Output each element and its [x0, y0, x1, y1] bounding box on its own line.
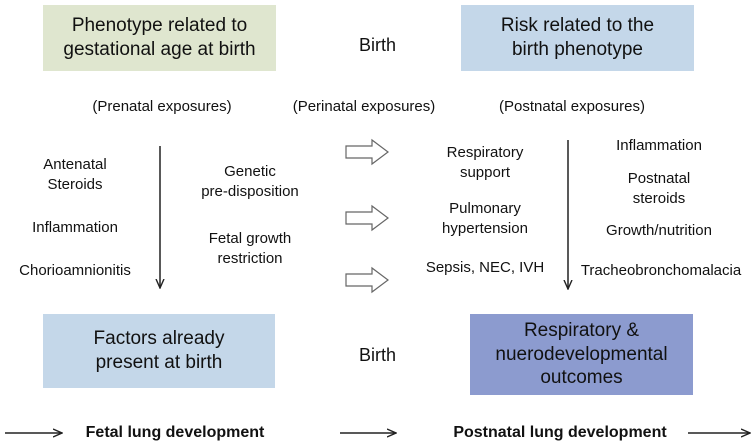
- perinatal-factor-genetic: Genetic pre-disposition: [201, 163, 299, 201]
- fetal-lung-development-label: Fetal lung development: [85, 424, 265, 441]
- block-arrow-3: [345, 266, 389, 294]
- postnatal-factor-growth-nutrition: Growth/nutrition: [606, 222, 712, 239]
- risk-box: Risk related to the birth phenotype: [461, 5, 694, 71]
- mid-factor-pulmonary-hypertension: Pulmonary hypertension: [442, 200, 528, 238]
- block-arrow-1: [345, 138, 389, 166]
- prenatal-factor-inflammation: Inflammation: [32, 219, 118, 236]
- perinatal-exposures-label: (Perinatal exposures): [292, 98, 436, 115]
- phenotype-box: Phenotype related to gestational age at …: [43, 5, 276, 71]
- birth-label-top: Birth: [358, 35, 396, 55]
- block-arrow-2: [345, 204, 389, 232]
- outcomes-box: Respiratory & nuerodevelopmental outcome…: [470, 314, 693, 395]
- postnatal-lung-development-label: Postnatal lung development: [453, 424, 667, 441]
- mid-factor-sepsis: Sepsis, NEC, IVH: [425, 259, 545, 276]
- postnatal-exposures-label: (Postnatal exposures): [499, 98, 645, 115]
- postnatal-factor-steroids: Postnatal steroids: [627, 170, 691, 208]
- prenatal-factor-chorioamnionitis: Chorioamnionitis: [19, 262, 131, 279]
- birth-label-bottom: Birth: [358, 345, 396, 365]
- prenatal-factor-antenatal-steroids: Antenatal Steroids: [43, 156, 107, 194]
- postnatal-factor-inflammation: Inflammation: [616, 137, 702, 154]
- prenatal-exposures-label: (Prenatal exposures): [92, 98, 232, 115]
- factors-at-birth-box: Factors already present at birth: [43, 314, 275, 388]
- postnatal-factor-tracheobronchomalacia: Tracheobronchomalacia: [580, 262, 742, 279]
- mid-factor-respiratory-support: Respiratory support: [446, 144, 524, 182]
- perinatal-factor-fetal-growth: Fetal growth restriction: [208, 230, 292, 268]
